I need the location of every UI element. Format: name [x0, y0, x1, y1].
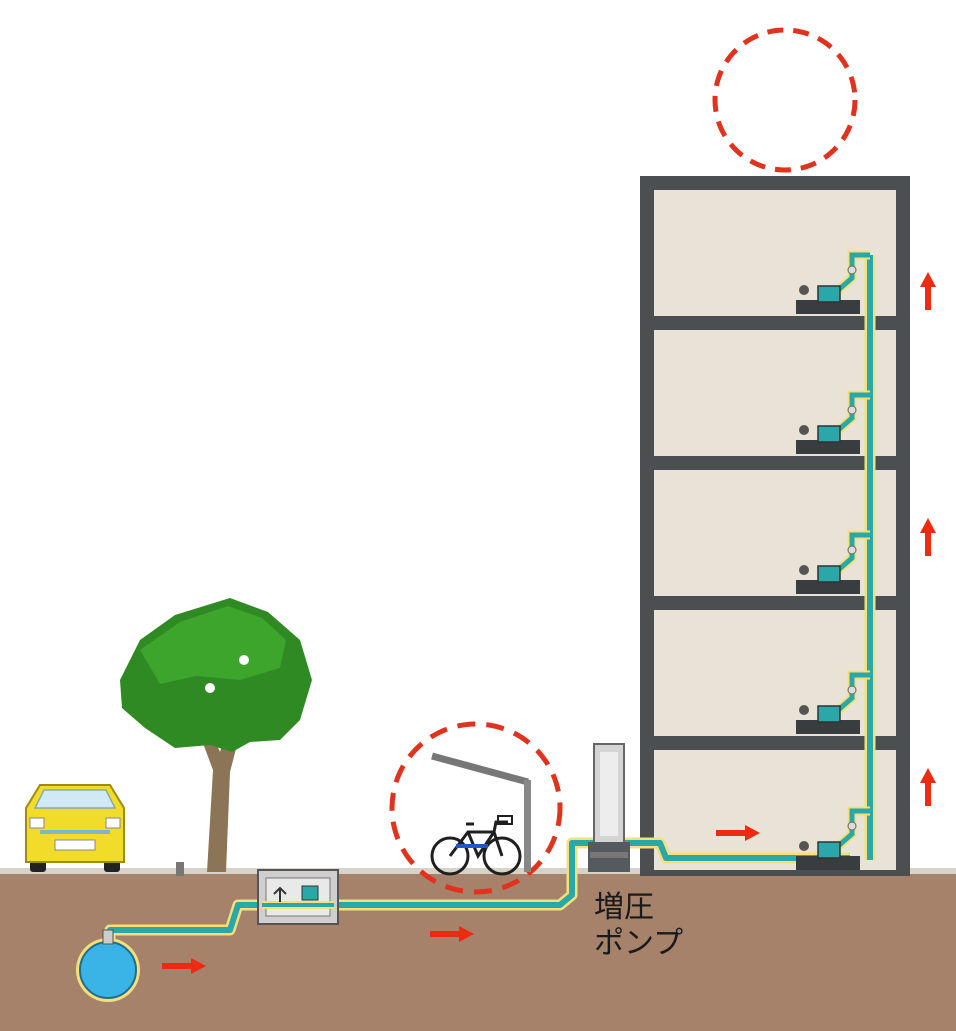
water-main-icon: [76, 929, 140, 1002]
water-meter-icon: [796, 530, 870, 594]
booster-pump-icon: [588, 743, 630, 872]
bicycle-icon: [430, 815, 522, 876]
rooftop-highlight-circle: [712, 27, 858, 173]
meter-box-icon: [257, 869, 339, 925]
flow-arrow-icon: [920, 272, 936, 310]
ground: [0, 868, 956, 1031]
car-icon: [25, 784, 125, 872]
flow-arrow-icon: [716, 825, 760, 841]
flow-arrow-icon: [430, 926, 474, 942]
booster-pump-label-line2: ポンプ: [594, 926, 684, 961]
supply-pipe: [104, 255, 876, 945]
water-meter-icon: [796, 806, 870, 870]
water-meter-icon: [796, 670, 870, 734]
booster-pump-label: 増圧 ポンプ: [594, 890, 744, 962]
floor-meters: [796, 250, 870, 870]
flow-arrow-icon: [920, 768, 936, 806]
tree-icon: [120, 598, 312, 872]
bicycle-shelter: [431, 752, 531, 872]
water-meter-icon: [796, 390, 870, 454]
horizontal-flow-arrows: [162, 825, 760, 974]
ground-post: [176, 862, 184, 876]
upward-flow-arrows: [920, 272, 936, 806]
water-meter-icon: [796, 250, 870, 314]
flow-arrow-icon: [162, 958, 206, 974]
bicycle-highlight-circle: [389, 721, 563, 895]
booster-pump-label-line1: 増圧: [594, 890, 654, 925]
flow-arrow-icon: [920, 518, 936, 556]
